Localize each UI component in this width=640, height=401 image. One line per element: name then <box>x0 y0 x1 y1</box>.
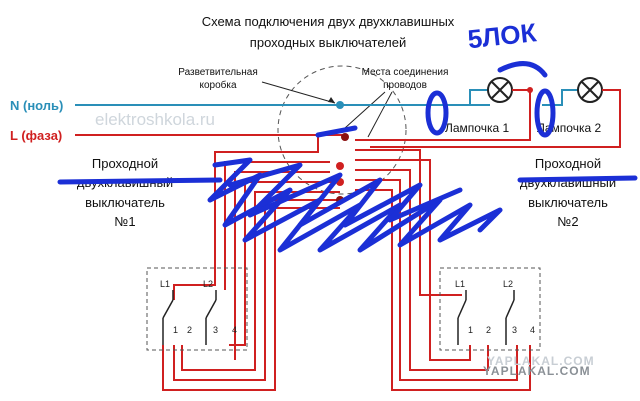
switch2-terminal-3: 3 <box>512 325 517 335</box>
connection-pointer-2 <box>367 91 393 138</box>
lamp-1 <box>487 77 513 103</box>
watermark-text: elektroshkola.ru <box>95 110 215 129</box>
handwritten-annotation: 5ЛОК <box>466 17 538 54</box>
switch1-terminal-l2: L2 <box>203 279 213 289</box>
box-to-lamp2-wire <box>370 110 621 148</box>
switch1-box <box>146 267 248 351</box>
junction-box-pointer <box>261 81 336 104</box>
switch2-terminal-l2: L2 <box>503 279 513 289</box>
switch2: L1 L2 1 2 3 4 <box>439 267 541 351</box>
switch1-terminal-1: 1 <box>173 325 178 335</box>
junction-box-label-1: Разветвительная <box>178 67 258 78</box>
box-to-lamp1-wire <box>355 90 531 141</box>
yaplakal-watermark: YAPLAKAL.COM <box>483 364 591 378</box>
junction-node-1 <box>336 162 344 170</box>
switch1-label-3: выключатель <box>85 195 165 210</box>
title-line-2: проходных выключателей <box>250 35 406 50</box>
switch1: L1 L2 1 2 3 4 <box>146 267 248 351</box>
switch2-box <box>439 267 541 351</box>
junction-box-pointer-arrow <box>328 97 335 103</box>
switch2-terminal-1: 1 <box>468 325 473 335</box>
junction-box-label-2: коробка <box>199 79 236 91</box>
yaplakal-watermark-shadow: YAPLAKAL.COM <box>487 354 595 368</box>
connection-points-label-2: проводов <box>383 80 427 91</box>
switch1-wire-bundle <box>162 135 340 391</box>
switch2-label-3: выключатель <box>528 195 608 210</box>
blue-scribble-overlay <box>57 61 638 253</box>
switch2-terminal-4: 4 <box>530 325 535 335</box>
phase-label: L (фаза) <box>10 128 62 143</box>
neutral-to-lamp1 <box>469 89 488 105</box>
switch2-label-1: Проходной <box>535 156 601 171</box>
switch1-label-1: Проходной <box>92 156 158 171</box>
switch2-terminal-2: 2 <box>486 325 491 335</box>
phase-junction-node <box>341 133 349 141</box>
switch2-terminal-l1: L1 <box>455 279 465 289</box>
lamp-2-feed <box>602 89 621 110</box>
lamp-1-label: Лампочка 1 <box>445 121 509 135</box>
neutral-label: N (ноль) <box>10 98 63 113</box>
switch1-terminal-4: 4 <box>232 325 237 335</box>
switch1-terminal-2: 2 <box>187 325 192 335</box>
switch2-label-4: №2 <box>557 214 578 229</box>
junction-box-outline <box>277 65 407 195</box>
switch1-label-4: №1 <box>114 214 135 229</box>
connection-points-label-1: Места соединения <box>362 67 449 78</box>
lamp-2 <box>577 77 603 103</box>
neutral-junction-node <box>336 101 344 109</box>
switch1-terminal-3: 3 <box>213 325 218 335</box>
connection-pointer-1 <box>344 91 386 129</box>
title-line-1: Схема подключения двух двухклавишных <box>202 14 455 29</box>
switch1-terminal-l1: L1 <box>160 279 170 289</box>
